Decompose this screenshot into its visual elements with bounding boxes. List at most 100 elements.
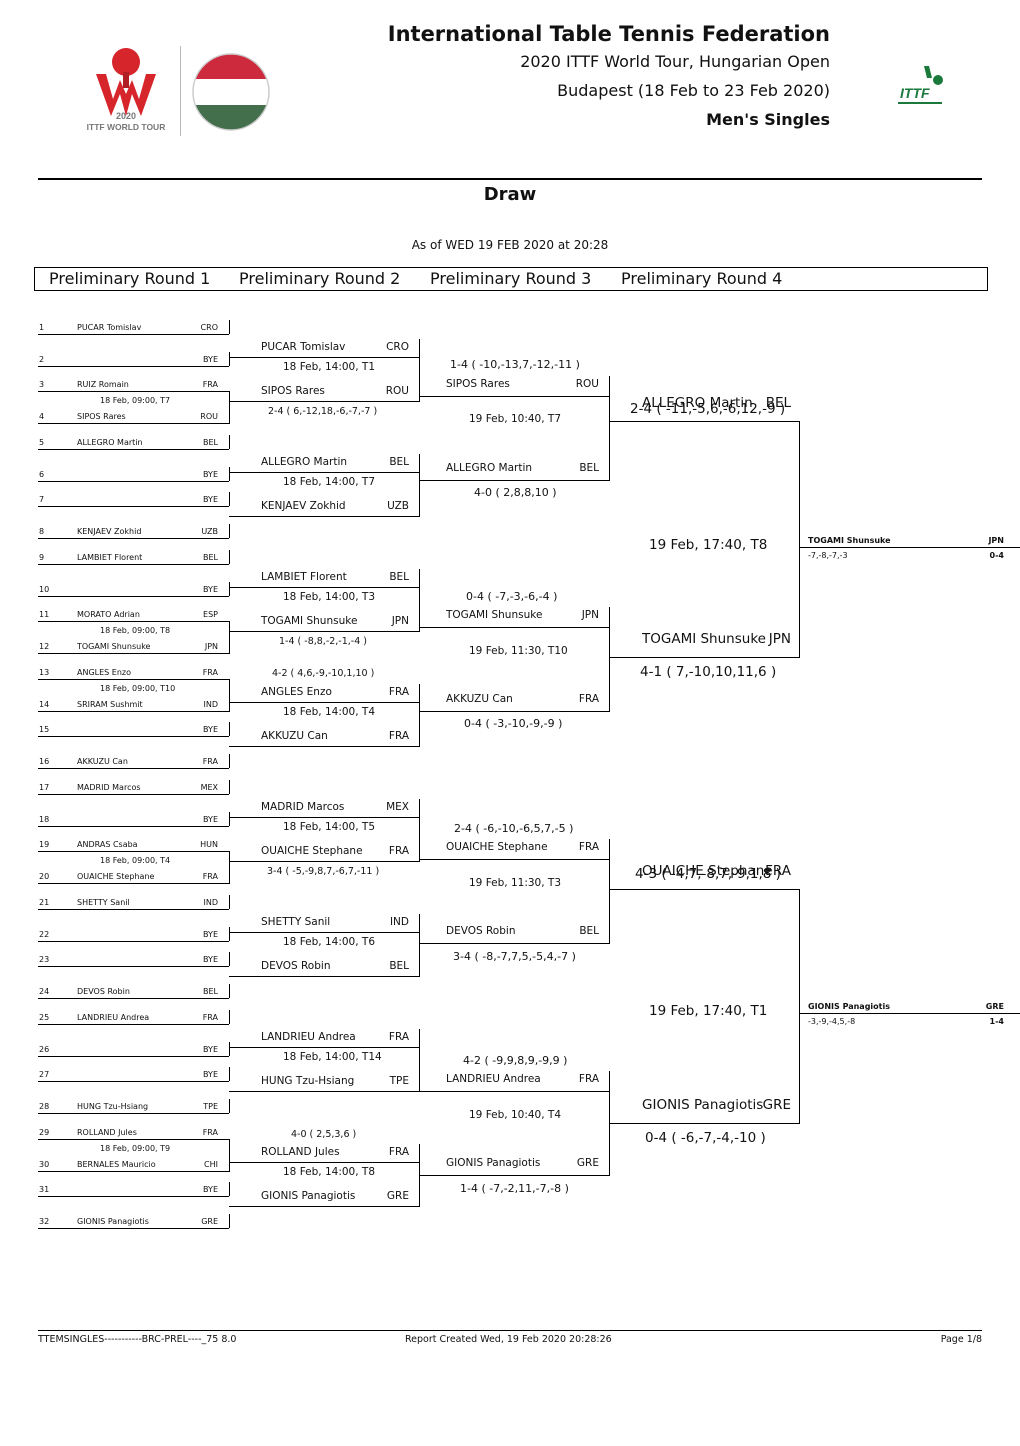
r1-seed-number: 23 — [39, 955, 50, 964]
r1-slot-tick — [229, 1214, 230, 1228]
r1-seed-number: 8 — [39, 527, 45, 536]
round-header-1: Preliminary Round 1 — [49, 269, 211, 288]
r1-player-country: BYE — [203, 495, 218, 504]
r1-slot-line — [38, 794, 229, 795]
r2-player-name: SIPOS Rares — [261, 385, 325, 397]
r1-slot-line — [38, 481, 229, 482]
r1-slot-line — [38, 909, 229, 910]
logo-year: 2020 — [116, 111, 136, 121]
r2-match-score: 4-0 ( 2,8,8,10 ) — [474, 486, 557, 499]
r4-slot-line — [609, 657, 799, 658]
footer-rule — [38, 1330, 982, 1331]
r2-player-name: KENJAEV Zokhid — [261, 500, 346, 512]
r1-match-score: 4-0 ( 2,5,3,6 ) — [291, 1129, 357, 1140]
r1-player-country: MEX — [200, 783, 218, 792]
r2-match-connector — [419, 1029, 420, 1092]
round-header-4: Preliminary Round 4 — [621, 269, 783, 288]
r1-match-score: 4-2 ( 4,6,-9,-10,1,10 ) — [272, 668, 375, 679]
r1-seed-number: 13 — [39, 668, 50, 677]
r2-player-name: SHETTY Sanil — [261, 916, 331, 928]
r3-match-score: 4-1 ( 7,-10,10,11,6 ) — [640, 664, 777, 680]
footer-report-code: TTEMSINGLES-----------BRC-PREL----_75 8.… — [38, 1334, 237, 1345]
r2-slot-line — [229, 357, 419, 358]
r3-player-name: DEVOS Robin — [446, 925, 516, 937]
r1-slot-line — [38, 826, 229, 827]
r1-seed-number: 21 — [39, 898, 50, 907]
r1-player-name: HUNG Tzu-Hsiang — [77, 1102, 149, 1111]
r4-player-country: JPN — [768, 631, 791, 647]
r2-player-country: ROU — [385, 385, 409, 397]
r1-slot-tick — [229, 1099, 230, 1113]
r3-match-connector — [609, 839, 610, 944]
r3-player-country: ROU — [575, 378, 599, 390]
r1-match-connector — [229, 621, 230, 654]
r1-player-country: HUN — [200, 840, 218, 849]
r1-seed-number: 30 — [39, 1160, 50, 1169]
r1-player-country: BYE — [203, 1185, 218, 1194]
r1-slot-line — [38, 1056, 229, 1057]
world-tour-logo: 2020 ITTF WORLD TOUR — [76, 44, 176, 138]
r1-slot-tick — [229, 435, 230, 449]
r2-match-connector — [419, 569, 420, 632]
event-name: Men's Singles — [706, 110, 830, 129]
r1-slot-tick — [229, 1067, 230, 1081]
qualifier-country: GRE — [985, 1002, 1004, 1011]
r4-slot-line — [609, 889, 799, 890]
r1-player-name: SIPOS Rares — [77, 412, 126, 421]
qualifier-country: JPN — [988, 536, 1004, 545]
r2-match-score: 0-4 ( -7,-3,-6,-4 ) — [466, 590, 558, 603]
r3-player-country: GRE — [576, 1157, 599, 1169]
r1-player-country: FRA — [202, 1128, 218, 1137]
qualifier-score: 1-4 — [989, 1017, 1004, 1026]
r1-slot-line — [38, 1171, 229, 1172]
r1-slot-line — [38, 941, 229, 942]
r1-match-connector — [229, 391, 230, 424]
r2-match-time: 18 Feb, 14:00, T14 — [283, 1051, 382, 1063]
r1-seed-number: 3 — [39, 380, 45, 389]
r1-slot-tick — [229, 467, 230, 481]
r2-player-country: BEL — [389, 456, 409, 468]
r2-slot-line — [229, 1162, 419, 1163]
r4-player-name: OUAICHE Stephane — [642, 863, 773, 879]
r2-match-time: 18 Feb, 14:00, T8 — [283, 1166, 375, 1178]
r2-slot-line — [229, 1206, 419, 1207]
ittf-logo-text: ITTF — [900, 85, 930, 101]
r3-player-name: SIPOS Rares — [446, 378, 510, 390]
r1-seed-number: 1 — [39, 323, 45, 332]
r1-slot-line — [38, 736, 229, 737]
r1-player-country: FRA — [202, 380, 218, 389]
r2-match-time: 18 Feb, 14:00, T6 — [283, 936, 375, 948]
r1-player-country: BEL — [203, 553, 218, 562]
r1-player-country: TPE — [203, 1102, 218, 1111]
r1-slot-tick — [229, 780, 230, 794]
r1-slot-line — [38, 423, 229, 424]
qualifier-games: -3,-9,-4,5,-8 — [808, 1017, 856, 1026]
r2-slot-line — [229, 746, 419, 747]
r1-slot-line — [38, 391, 229, 392]
qualifier-score: 0-4 — [989, 551, 1004, 560]
r1-match-connector — [229, 851, 230, 884]
r1-seed-number: 28 — [39, 1102, 50, 1111]
r1-player-country: ESP — [203, 610, 218, 619]
r2-slot-line — [229, 587, 419, 588]
r1-seed-number: 18 — [39, 815, 50, 824]
r1-player-name: MORATO Adrian — [77, 610, 140, 619]
r4-slot-line — [609, 421, 799, 422]
r1-slot-line — [38, 1024, 229, 1025]
r1-seed-number: 16 — [39, 757, 50, 766]
venue-dates: Budapest (18 Feb to 23 Feb 2020) — [557, 81, 830, 100]
r1-match-time: 18 Feb, 09:00, T9 — [100, 1144, 171, 1153]
r1-seed-number: 25 — [39, 1013, 50, 1022]
r3-slot-line — [419, 627, 609, 628]
r1-slot-line — [38, 506, 229, 507]
r2-player-country: FRA — [388, 845, 409, 857]
r1-slot-line — [38, 596, 229, 597]
r1-match-score: 2-4 ( 6,-12,18,-6,-7,-7 ) — [268, 406, 378, 417]
r1-seed-number: 20 — [39, 872, 50, 881]
r3-match-time: 19 Feb, 11:30, T3 — [469, 877, 561, 889]
round-header-3: Preliminary Round 3 — [430, 269, 592, 288]
r1-player-name: PUCAR Tomislav — [77, 323, 142, 332]
r3-player-name: GIONIS Panagiotis — [446, 1157, 541, 1169]
r2-match-connector — [419, 454, 420, 517]
r1-slot-line — [38, 711, 229, 712]
